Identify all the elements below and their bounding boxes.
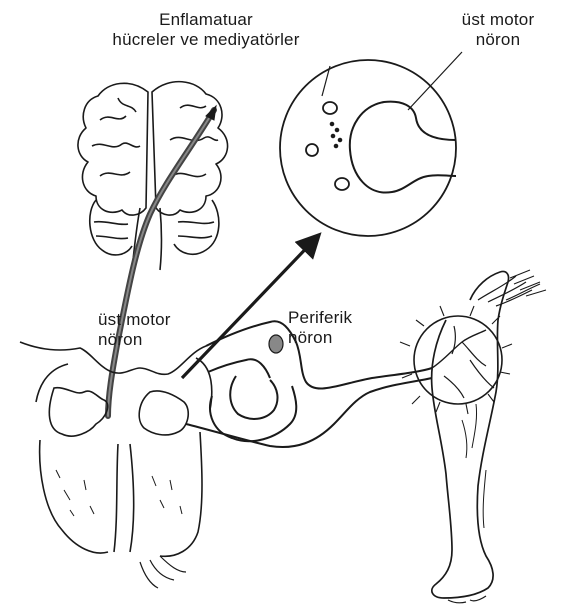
upper-motor-neuron-mid-label: üst motor nöron — [98, 310, 204, 350]
umn-top-label-line2: nöron — [440, 30, 556, 50]
upper-motor-neuron-tract — [108, 106, 216, 416]
periph-label-line2: nöron — [288, 328, 388, 348]
inflammatory-cells-label: Enflamatuar hücreler ve mediyatörler — [70, 10, 342, 50]
umn-mid-label-line2: nöron — [98, 330, 204, 350]
zoom-arrow — [182, 236, 318, 378]
leg — [432, 270, 546, 603]
inflammatory-label-line2: hücreler ve mediyatörler — [70, 30, 342, 50]
umn-top-pointer — [408, 52, 462, 110]
brain — [78, 82, 228, 270]
inflammatory-label-line1: Enflamatuar — [70, 10, 342, 30]
umn-mid-label-line1: üst motor — [98, 310, 204, 330]
periph-label-line1: Periferik — [288, 308, 388, 328]
upper-motor-neuron-top-label: üst motor nöron — [440, 10, 556, 50]
umn-top-label-line1: üst motor — [440, 10, 556, 30]
peripheral-neuron-label: Periferik nöron — [288, 308, 388, 348]
